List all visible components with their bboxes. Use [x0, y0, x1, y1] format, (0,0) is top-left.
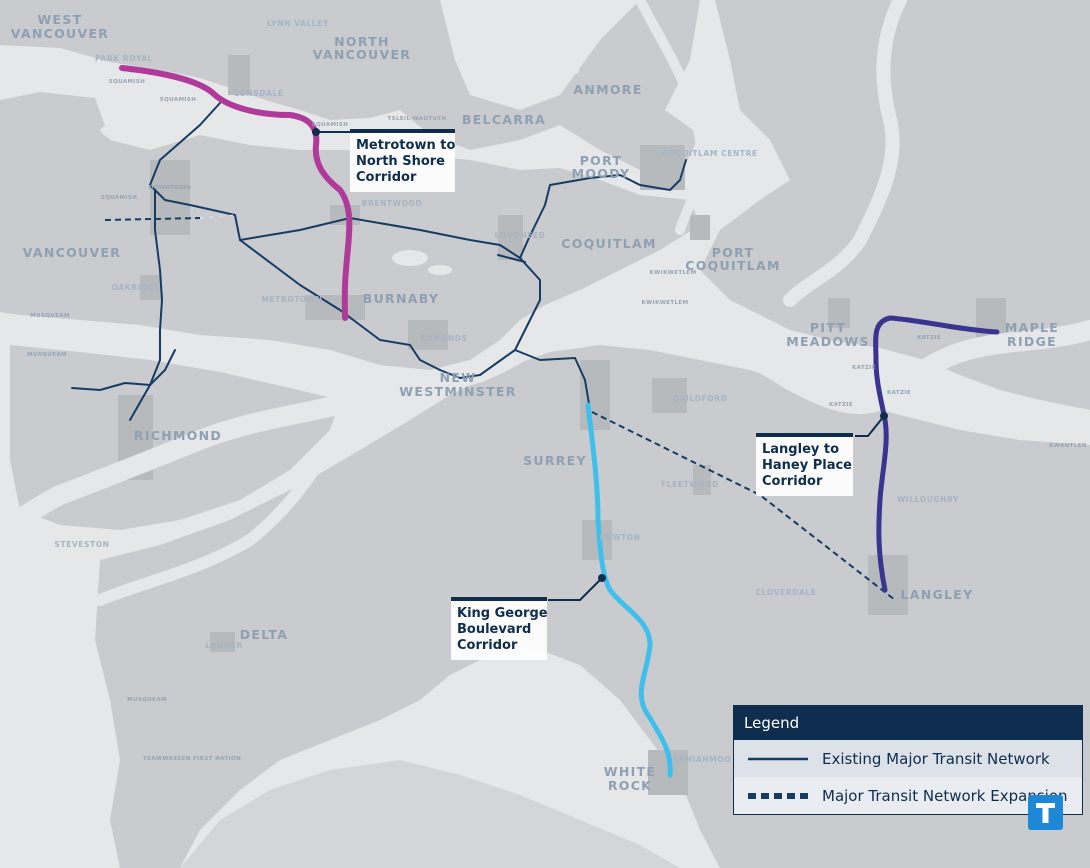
svg-text:RIDGE: RIDGE	[1007, 334, 1057, 349]
svg-text:SQUAMISH: SQUAMISH	[160, 97, 196, 103]
svg-text:MOODY: MOODY	[572, 166, 631, 181]
label-white-rock: WHITE	[604, 764, 656, 779]
label-fleetwood: FLEETWOOD	[661, 480, 719, 489]
callout-line: Corridor	[762, 474, 823, 489]
callout-line: North Shore	[356, 154, 445, 169]
label-willoughby: WILLOUGHBY	[897, 495, 959, 504]
label-lonsdale: LONSDALE	[234, 89, 283, 98]
expansion-network	[104, 217, 896, 601]
label-langley: LANGLEY	[900, 587, 973, 602]
municipality-labels: WEST VANCOUVER NORTH VANCOUVER ANMORE BE…	[11, 12, 1059, 793]
svg-text:MUSQUEAM: MUSQUEAM	[30, 313, 70, 319]
label-anmore: ANMORE	[573, 82, 642, 97]
label-downtown: DOWNTOWN	[149, 185, 191, 191]
rivers	[0, 0, 1090, 600]
legend-dashed-line-icon	[734, 792, 822, 800]
callout-line: Haney Place	[762, 458, 853, 473]
label-vancouver: VANCOUVER	[23, 245, 121, 260]
callout-line: Boulevard	[457, 622, 532, 637]
svg-text:WESTMINSTER: WESTMINSTER	[399, 384, 516, 399]
label-tsawwassen-first-nation: TSAWWASSEN FIRST NATION	[143, 756, 241, 762]
langley-haney-corridor-line	[873, 315, 1000, 593]
svg-text:KATZIE: KATZIE	[917, 335, 941, 341]
legend-item-expansion: Major Transit Network Expansion	[734, 777, 1082, 814]
svg-text:KATZIE: KATZIE	[887, 390, 911, 396]
label-belcarra: BELCARRA	[462, 112, 546, 127]
label-steveston: STEVESTON	[54, 540, 109, 549]
legend: Legend Existing Major Transit Network Ma…	[733, 705, 1083, 815]
label-delta: DELTA	[240, 627, 289, 642]
svg-text:KATZIE: KATZIE	[852, 365, 876, 371]
label-cloverdale: CLOVERDALE	[756, 588, 817, 597]
legend-label: Major Transit Network Expansion	[822, 786, 1068, 805]
label-coquitlam: COQUITLAM	[561, 236, 657, 251]
svg-text:KWANTLEN: KWANTLEN	[1049, 443, 1087, 449]
callout-line: Corridor	[356, 170, 417, 185]
svg-text:MEADOWS: MEADOWS	[786, 334, 870, 349]
legend-label: Existing Major Transit Network	[822, 749, 1050, 768]
svg-text:ROCK: ROCK	[608, 778, 652, 793]
label-lougheed: LOUGHEED	[495, 231, 546, 240]
label-coquitlam-centre: COQUITLAM CENTRE	[662, 149, 757, 158]
callout-line: King George	[457, 606, 548, 621]
label-metrotown: METROTOWN	[261, 295, 322, 304]
label-burnaby: BURNABY	[363, 291, 439, 306]
callout-north-shore-corridor: Metrotown to North Shore Corridor	[350, 129, 455, 192]
svg-text:SQUAMISH: SQUAMISH	[312, 122, 348, 128]
translink-logo-icon	[1028, 795, 1063, 830]
label-north-vancouver: NORTH	[334, 34, 390, 49]
callout-line: Corridor	[457, 638, 518, 653]
label-ladner: LADNER	[205, 641, 243, 650]
callout-line: Metrotown to	[356, 138, 456, 153]
north-shore-corridor-line	[119, 65, 353, 321]
label-new-westminster: NEW	[440, 370, 477, 385]
legend-solid-line-icon	[734, 756, 822, 762]
label-guildford: GUILDFORD	[673, 394, 728, 403]
inland-water	[100, 112, 452, 275]
label-surrey: SURREY	[523, 453, 587, 468]
existing-network	[71, 102, 687, 421]
legend-title: Legend	[734, 706, 1082, 740]
svg-text:MUSQUEAM: MUSQUEAM	[27, 352, 67, 358]
neighbourhood-labels: PARK ROYAL SQUAMISH SQUAMISH LONSDALE LY…	[27, 19, 1087, 764]
label-semiahmoo: SEMIAHMOO	[673, 755, 731, 764]
label-lynn-valley: LYNN VALLEY	[267, 19, 329, 28]
label-maple-ridge: MAPLE	[1005, 320, 1059, 335]
callout-leaders	[316, 131, 885, 601]
label-west-vancouver: WEST	[37, 12, 82, 27]
legend-item-existing: Existing Major Transit Network	[734, 740, 1082, 777]
svg-text:COQUITLAM: COQUITLAM	[685, 258, 781, 273]
corridor-nodes	[312, 128, 888, 582]
svg-text:KATZIE: KATZIE	[829, 402, 853, 408]
label-port-moody: PORT	[580, 153, 623, 168]
callout-line: Langley to	[762, 442, 840, 457]
svg-text:KWIKWETLEM: KWIKWETLEM	[650, 270, 697, 276]
svg-text:MUSQUEAM: MUSQUEAM	[127, 697, 167, 703]
svg-text:SQUAMISH: SQUAMISH	[101, 195, 137, 201]
label-oakridge: OAKRIDGE	[112, 283, 161, 292]
label-edmonds: EDMONDS	[420, 334, 467, 343]
svg-text:KWIKWETLEM: KWIKWETLEM	[642, 300, 689, 306]
callout-king-george-corridor: King George Boulevard Corridor	[451, 597, 548, 660]
svg-text:VANCOUVER: VANCOUVER	[11, 26, 109, 41]
label-newton: NEWTON	[599, 533, 640, 542]
svg-text:TSLEIL-WAUTUTH: TSLEIL-WAUTUTH	[387, 116, 446, 122]
label-park-royal: PARK ROYAL	[95, 54, 153, 63]
svg-text:SQUAMISH: SQUAMISH	[109, 79, 145, 85]
callout-langley-haney-corridor: Langley to Haney Place Corridor	[756, 433, 853, 496]
label-brentwood: BRENTWOOD	[362, 199, 423, 208]
label-richmond: RICHMOND	[134, 428, 222, 443]
label-port-coquitlam: PORT	[712, 245, 755, 260]
king-george-corridor-line	[585, 402, 673, 778]
svg-text:VANCOUVER: VANCOUVER	[313, 47, 411, 62]
label-pitt-meadows: PITT	[810, 320, 846, 335]
